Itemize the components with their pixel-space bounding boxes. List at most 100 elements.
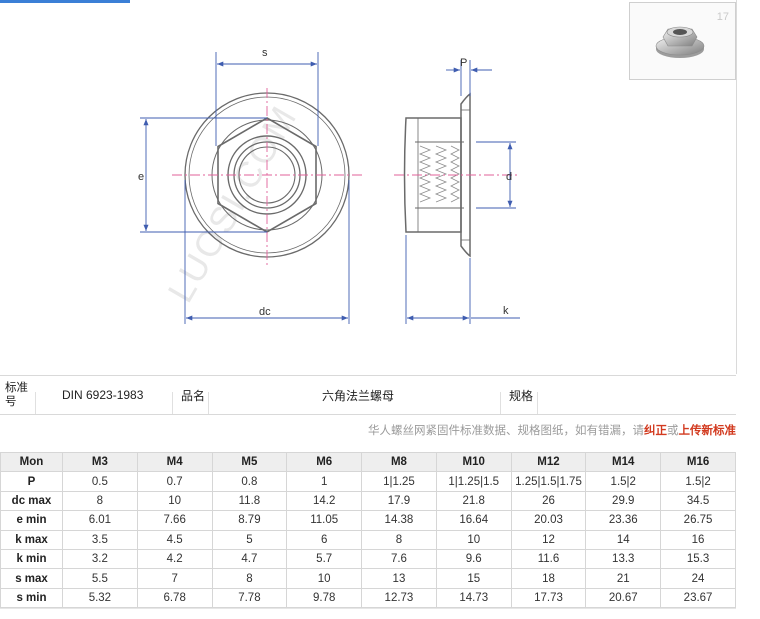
- table-cell: 1|1.25: [361, 471, 437, 492]
- table-row: e min 6.01 7.66 8.79 11.05 14.38 16.64 2…: [0, 510, 736, 531]
- table-cell: 6: [286, 529, 363, 550]
- table-cell: 8: [361, 529, 437, 550]
- correct-link[interactable]: 纠正: [644, 425, 667, 437]
- table-cell: 4.7: [211, 548, 288, 570]
- table-cell: 24: [660, 568, 736, 589]
- standard-label: 标准号: [5, 382, 28, 408]
- flange-nut-drawing: LUOSI.COM s e dc: [138, 47, 520, 324]
- dimension-label-s: s: [262, 47, 268, 59]
- table-cell: 16: [660, 529, 736, 550]
- table-cell: 6.78: [136, 587, 213, 609]
- standard-value: DIN 6923-1983: [62, 388, 144, 402]
- name-label: 品名: [181, 388, 206, 403]
- table-header-cell: Mon: [0, 451, 63, 473]
- table-cell: 21: [585, 568, 662, 589]
- spec-separator: [537, 392, 538, 414]
- table-cell: 13: [361, 568, 437, 589]
- table-row: P 0.5 0.7 0.8 1 1|1.25 1|1.25|1.5 1.25|1…: [0, 471, 736, 492]
- table-cell: 0.8: [211, 471, 288, 492]
- table-cell: 15: [435, 568, 512, 589]
- row-label: k max: [0, 529, 63, 550]
- row-label: s max: [0, 568, 63, 589]
- table-header-cell: M8: [361, 451, 437, 473]
- table-row: dc max 8 10 11.8 14.2 17.9 21.8 26 29.9 …: [0, 490, 736, 512]
- table-cell: 16.64: [435, 510, 512, 531]
- table-cell: 21.8: [435, 490, 512, 512]
- table-cell: 1: [286, 471, 363, 492]
- table-cell: 26: [510, 490, 587, 512]
- table-cell: 12.73: [361, 587, 437, 609]
- spec-separator: [172, 392, 173, 414]
- table-cell: 3.2: [62, 548, 138, 570]
- dimensions-table: Mon M3 M4 M5 M6 M8 M10 M12 M14 M16 P 0.5…: [0, 451, 736, 609]
- product-thumbnail[interactable]: 17: [629, 2, 736, 80]
- table-cell: 23.67: [660, 587, 736, 609]
- table-cell: 0.7: [136, 471, 213, 492]
- table-cell: 14.73: [435, 587, 512, 609]
- technical-drawing-panel: LUOSI.COM s e dc: [138, 0, 737, 374]
- dimension-label-k: k: [503, 305, 509, 317]
- table-cell: 5.5: [62, 568, 138, 589]
- side-dimensions: [405, 60, 520, 324]
- table-row: k max 3.5 4.5 5 6 8 10 12 14 16: [0, 529, 736, 550]
- table-cell: 8.79: [211, 510, 288, 531]
- table-header-row: Mon M3 M4 M5 M6 M8 M10 M12 M14 M16: [0, 451, 736, 473]
- table-cell: 7.66: [136, 510, 213, 531]
- spec-separator: [35, 392, 36, 414]
- table-header-cell: M10: [435, 451, 512, 473]
- table-cell: 1.25|1.5|1.75: [510, 471, 587, 492]
- table-cell: 7.78: [211, 587, 288, 609]
- notice-text: 华人螺丝网紧固件标准数据、规格图纸，如有错漏，请纠正或上传新标准: [368, 422, 736, 438]
- table-cell: 4.2: [136, 548, 213, 570]
- table-cell: 12: [510, 529, 587, 550]
- front-dimensions: [140, 52, 350, 324]
- dimension-label-d: d: [506, 171, 512, 183]
- table-cell: 3.5: [62, 529, 138, 550]
- spec-separator: [208, 392, 209, 414]
- table-cell: 14.2: [286, 490, 363, 512]
- bottom-divider: [0, 608, 736, 609]
- table-header-cell: M14: [585, 451, 662, 473]
- table-cell: 5: [211, 529, 288, 550]
- table-header-cell: M5: [211, 451, 288, 473]
- table-cell: 11.8: [211, 490, 288, 512]
- table-cell: 6.01: [62, 510, 138, 531]
- table-row: s min 5.32 6.78 7.78 9.78 12.73 14.73 17…: [0, 587, 736, 609]
- table-cell: 11.6: [510, 548, 587, 570]
- table-cell: 10: [286, 568, 363, 589]
- table-cell: 34.5: [660, 490, 736, 512]
- table-header-cell: M3: [62, 451, 138, 473]
- notice-prefix: 华人螺丝网紧固件标准数据、规格图纸，如有错漏，请: [368, 425, 644, 437]
- table-cell: 20.03: [510, 510, 587, 531]
- row-label: P: [0, 471, 63, 492]
- notice-or: 或: [667, 425, 679, 437]
- table-cell: 20.67: [585, 587, 662, 609]
- table-cell: 8: [62, 490, 138, 512]
- specification-row: 标准号 DIN 6923-1983 品名 六角法兰螺母 规格: [0, 375, 736, 415]
- table-cell: 10: [136, 490, 213, 512]
- table-header-cell: M16: [660, 451, 736, 473]
- table-cell: 9.78: [286, 587, 363, 609]
- table-row: k min 3.2 4.2 4.7 5.7 7.6 9.6 11.6 13.3 …: [0, 548, 736, 570]
- thumbnail-mark: 17: [716, 11, 729, 23]
- table-cell: 10: [435, 529, 512, 550]
- dimension-label-e: e: [138, 171, 144, 183]
- table-header-cell: M12: [510, 451, 587, 473]
- top-accent-strip: [0, 0, 130, 3]
- row-label: k min: [0, 548, 63, 570]
- row-label: e min: [0, 510, 63, 531]
- table-cell: 9.6: [435, 548, 512, 570]
- table-cell: 1.5|2: [660, 471, 736, 492]
- spec-separator: [500, 392, 501, 414]
- name-value: 六角法兰螺母: [322, 388, 395, 403]
- table-cell: 7.6: [361, 548, 437, 570]
- table-cell: 18: [510, 568, 587, 589]
- table-cell: 17.9: [361, 490, 437, 512]
- table-cell: 5.32: [62, 587, 138, 609]
- table-cell: 26.75: [660, 510, 736, 531]
- table-cell: 8: [211, 568, 288, 589]
- table-cell: 17.73: [510, 587, 587, 609]
- upload-standard-link[interactable]: 上传新标准: [678, 425, 737, 437]
- table-cell: 1.5|2: [585, 471, 662, 492]
- table-cell: 1|1.25|1.5: [435, 471, 512, 492]
